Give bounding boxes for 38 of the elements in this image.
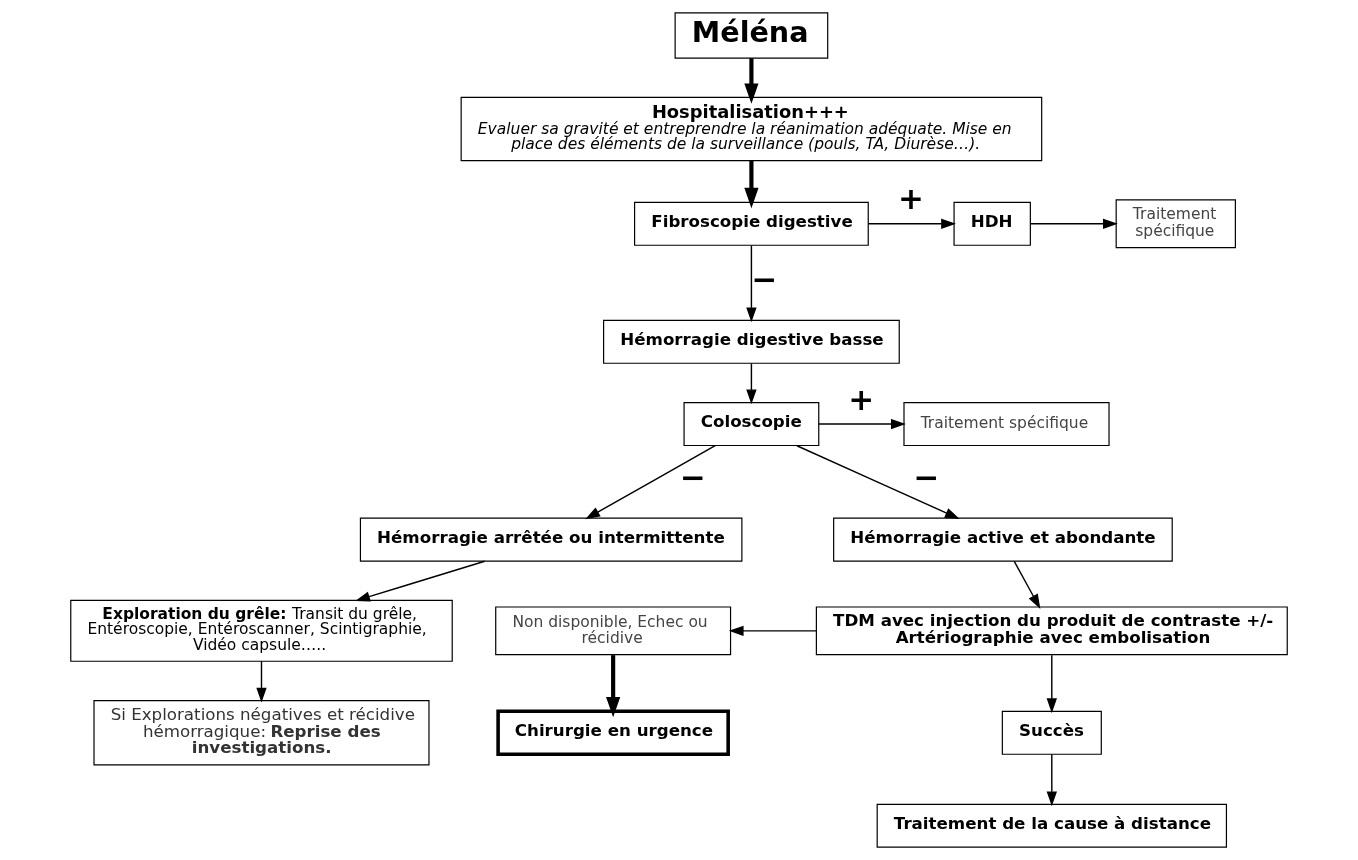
arrow xyxy=(1046,654,1057,714)
node-box: Hémorragie digestive basse xyxy=(603,319,900,364)
arrow xyxy=(867,218,956,229)
arrow xyxy=(1046,753,1057,807)
node-box: Traitement spécifique xyxy=(903,402,1110,447)
arrow xyxy=(746,362,757,405)
edge-label: − xyxy=(679,459,706,496)
node-box: Traitement spécifique xyxy=(1115,199,1236,249)
node-box: Coloscopie xyxy=(683,402,820,447)
arrow xyxy=(796,445,960,519)
edge-label: − xyxy=(751,261,778,298)
node-box: Traitement de la cause à distance xyxy=(876,803,1228,848)
arrow xyxy=(746,244,757,323)
arrow xyxy=(606,655,621,718)
node-box: Fibroscopie digestive xyxy=(634,201,869,246)
node-box: Si Explorations négatives et récidive hémorragique: Reprise des investigations. xyxy=(93,700,430,766)
node-box: Succès xyxy=(1001,710,1102,755)
node-box: Chirurgie en urgence xyxy=(496,709,730,756)
arrow xyxy=(818,418,906,430)
node-box: Non disponible, Echec ou récidive xyxy=(495,606,732,656)
arrow xyxy=(256,660,267,703)
arrow xyxy=(744,160,759,209)
arrow xyxy=(1029,218,1118,229)
node-box: Hémorragie active et abondante xyxy=(833,517,1173,562)
node-box: Exploration du grêle: Transit du grêle, Entéroscopie, Entéroscanner, Scintigraphie, Vidéo capsule….. xyxy=(70,599,453,662)
node-box: HDH xyxy=(953,201,1031,246)
arrow xyxy=(1013,560,1041,609)
edge-label: + xyxy=(898,180,924,217)
node-box: Hémorragie arrêtée ou intermittente xyxy=(359,517,743,562)
arrow xyxy=(585,445,716,520)
arrow xyxy=(355,560,486,602)
node-box: Méléna xyxy=(674,12,829,59)
node-box: Hospitalisation+++ Evaluer sa gravité et entreprendre la réanimation adéquate. Mise en place des éléments de la surveillance (pouls, TA, Diurèse…). xyxy=(460,96,1043,162)
edge-label: + xyxy=(848,380,875,417)
arrow xyxy=(728,625,817,637)
edge-label: − xyxy=(913,459,940,496)
arrow xyxy=(744,58,759,104)
node-box: TDM avec injection du produit de contraste +/- Artériographie avec embolisation xyxy=(815,606,1288,656)
